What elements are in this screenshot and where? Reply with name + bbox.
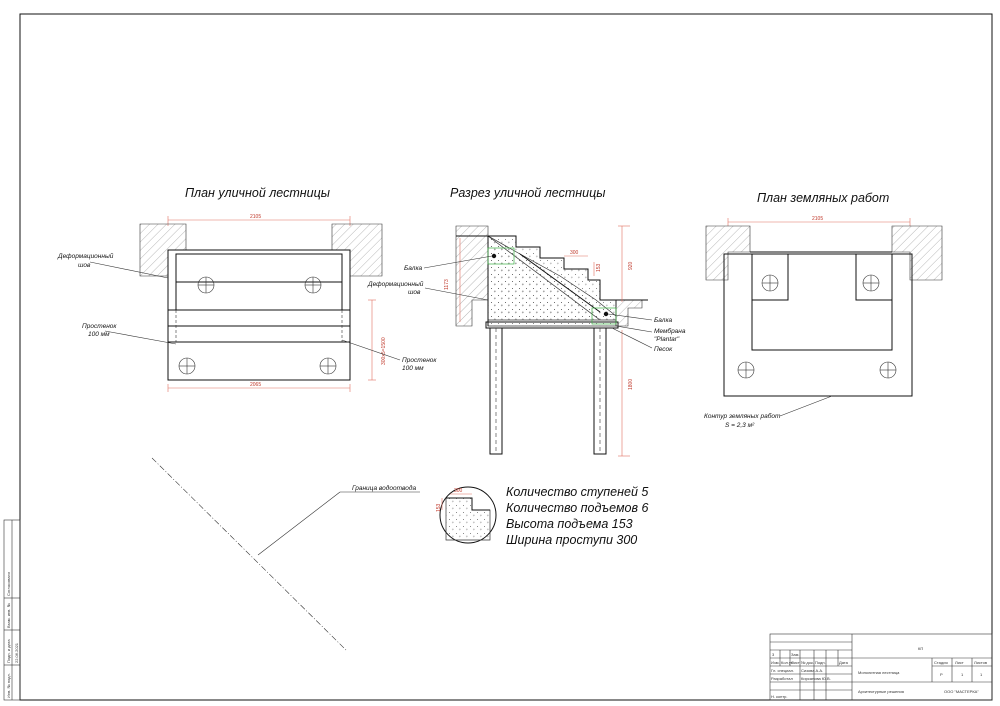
svg-text:S = 2,3 м²: S = 2,3 м² <box>725 422 755 429</box>
svg-text:100 мм: 100 мм <box>402 365 424 372</box>
title-sheet-name: Архитектурные решения <box>858 689 904 694</box>
svg-text:шов: шов <box>78 262 91 269</box>
svg-text:Н. контр.: Н. контр. <box>771 694 788 699</box>
svg-text:Подп.: Подп. <box>815 660 826 665</box>
svg-text:Лист: Лист <box>955 660 964 665</box>
section-view: Разрез уличной лестницы 300 153 1173 <box>367 186 686 457</box>
title-description: Монолитная лестница <box>858 670 900 675</box>
svg-text:Разработал: Разработал <box>771 676 793 681</box>
drainage-label: Граница водоотвода <box>352 484 416 492</box>
plan-dim-top: 2105 <box>250 214 261 220</box>
section-membrane-label: Мембрана <box>654 327 686 335</box>
svg-text:Стадия: Стадия <box>934 660 948 665</box>
section-beam-left-zone <box>487 247 515 265</box>
section-sand-label: Песок <box>654 346 673 353</box>
stairs-info: Количество ступеней 5 Количество подъемо… <box>506 485 648 547</box>
svg-text:Лист: Лист <box>791 660 800 665</box>
svg-text:Кол.уч: Кол.уч <box>781 660 793 665</box>
svg-text:Дата: Дата <box>839 660 849 665</box>
earthwork-title: План земляных работ <box>757 191 889 205</box>
section-beam-left-label: Балка <box>404 265 423 272</box>
section-beam-right-zone <box>591 307 617 325</box>
section-dim-tread: 300 <box>570 250 579 256</box>
plan-stair-outline <box>167 249 351 381</box>
title-block: КП 3 Зам. Изм. Кол.уч Лист № док. Подп. … <box>769 633 993 701</box>
section-deformation-joint-label: Деформационный <box>367 280 424 288</box>
drainage-boundary: Граница водоотвода <box>151 457 420 651</box>
stamp-inv-orig: Инв. № подл. <box>6 673 11 698</box>
plan-dim-right: 300х5=1500 <box>381 337 387 365</box>
earthwork-contour-label: Контур земляных работ <box>704 412 781 420</box>
info-rise-height: Высота подъема 153 <box>506 517 633 531</box>
svg-text:Листов: Листов <box>974 660 987 665</box>
info-rises-count: Количество подъемов 6 <box>506 501 648 515</box>
plan-dim-bottom: 2065 <box>250 382 261 388</box>
svg-text:Гл. специал.: Гл. специал. <box>771 668 794 673</box>
svg-text:Изм.: Изм. <box>771 660 780 665</box>
stamp-sign-date: Подп. и дата <box>6 639 11 663</box>
section-title: Разрез уличной лестницы <box>450 186 605 200</box>
earthwork-view: План земляных работ 2105 Контур земляных… <box>704 191 943 429</box>
info-steps-count: Количество ступеней 5 <box>506 485 648 499</box>
section-ground-left <box>455 225 489 327</box>
title-code: КП <box>918 646 923 651</box>
section-dim-right-top: 920 <box>628 261 634 270</box>
sheet-frame <box>19 13 993 701</box>
title-company: ООО "МАСТЕРКА" <box>944 689 979 694</box>
section-dim-left-height: 1173 <box>444 279 450 290</box>
title-sheets: 1 <box>980 672 983 677</box>
earthwork-contour <box>723 253 913 397</box>
plan-partition-left-label: Простенок <box>82 323 117 330</box>
detail-dim-riser: 153 <box>436 503 442 512</box>
stamp-agreed: Согласовано <box>6 571 11 596</box>
earthwork-wall-left <box>705 225 751 281</box>
svg-text:Сизова А.А.: Сизова А.А. <box>801 668 823 673</box>
plan-partition-right-label: Простенок <box>402 357 437 364</box>
plan-view: План уличной лестницы 2105 2065 <box>57 186 437 392</box>
section-dim-riser: 153 <box>596 263 602 272</box>
title-sheet: 1 <box>961 672 964 677</box>
title-stage: Р <box>940 672 943 677</box>
section-beam-right-label: Балка <box>654 317 673 324</box>
svg-text:шов: шов <box>408 289 421 296</box>
earthwork-dim-top: 2105 <box>812 216 823 222</box>
svg-text:3: 3 <box>772 652 775 657</box>
svg-text:№ док.: № док. <box>801 660 814 665</box>
svg-text:100 мм: 100 мм <box>88 331 110 338</box>
stair-detail: 300 153 <box>436 486 497 544</box>
svg-text:Зам.: Зам. <box>791 652 800 657</box>
section-dim-right-bottom: 1800 <box>628 379 634 390</box>
section-ground-right <box>615 299 643 327</box>
stamp-date: 22.06.2021 <box>14 642 19 663</box>
plan-deformation-joint-label: Деформационный <box>57 252 114 260</box>
side-stamp: Согласовано Взам. инв. № Подп. и дата 22… <box>3 519 21 701</box>
detail-dim-tread: 300 <box>454 488 463 494</box>
svg-text:"Plantar": "Plantar" <box>654 336 680 343</box>
info-tread-width: Ширина проступи 300 <box>506 533 637 547</box>
svg-text:Кирсанова Ю.В.: Кирсанова Ю.В. <box>801 676 831 681</box>
earthwork-wall-right <box>891 225 943 281</box>
stamp-inv-no: Взам. инв. № <box>6 603 11 628</box>
plan-title: План уличной лестницы <box>185 186 330 200</box>
